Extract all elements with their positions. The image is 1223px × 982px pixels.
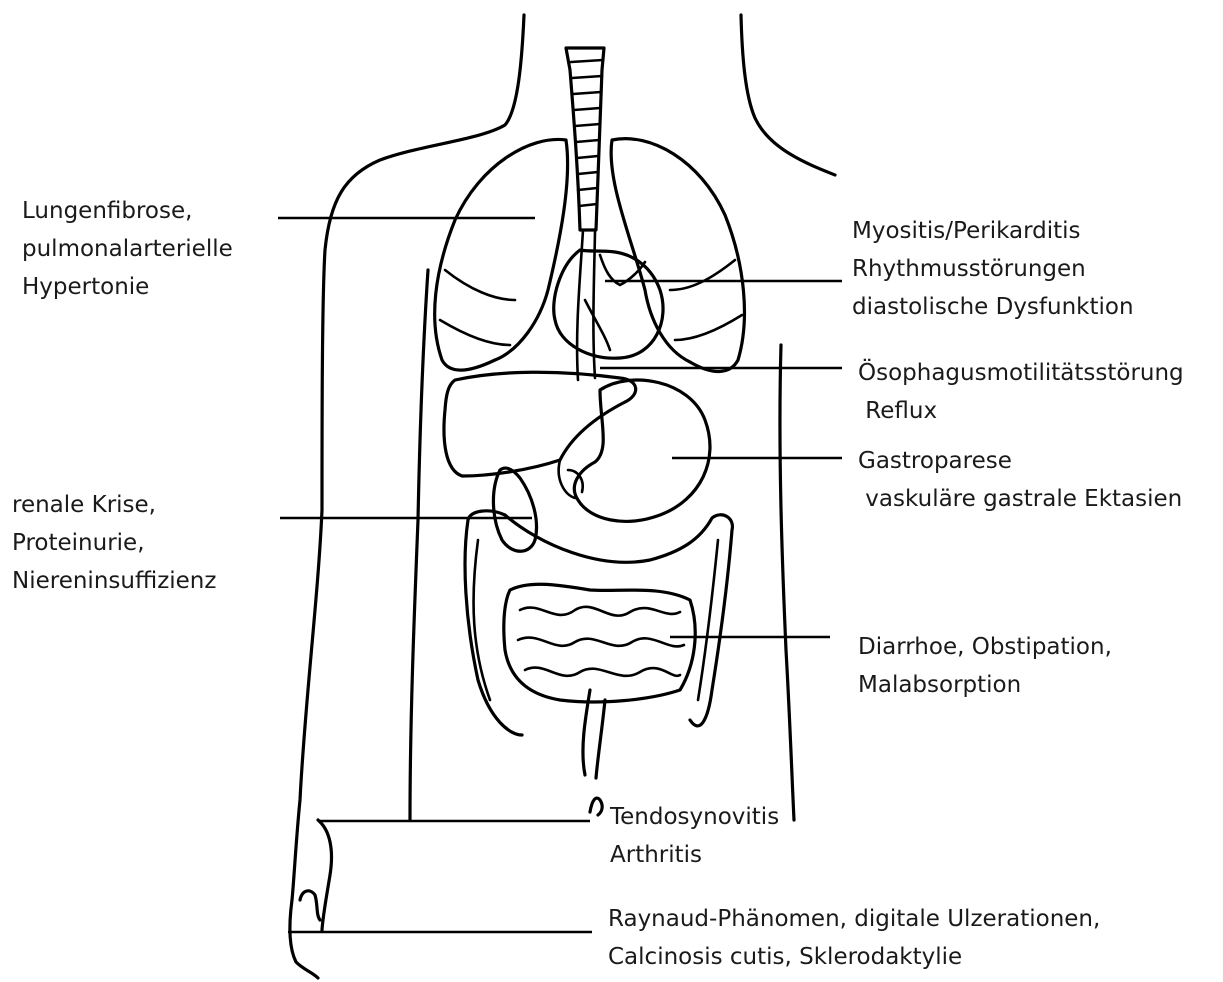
intestine-label-line: Diarrhoe, Obstipation, [858,628,1112,666]
kidney-label-line: renale Krise, [12,486,216,524]
heart-label-line: diastolische Dysfunktion [852,288,1134,326]
intestine-label: Diarrhoe, Obstipation, Malabsorption [858,628,1112,704]
trachea [566,48,604,230]
urethral-tip [590,798,602,815]
kidney [493,468,536,551]
kidney-label-line: Proteinurie, [12,524,216,562]
lung-label-line: Lungenfibrose, [22,192,233,230]
intestine-label-line: Malabsorption [858,666,1112,704]
kidney-label-line: Niereninsuffizienz [12,562,216,600]
joints-label: Tendosynovitis Arthritis [610,798,779,874]
heart-label-line: Rhythmusstörungen [852,250,1134,288]
stomach-label-line: Gastroparese [858,442,1182,480]
stomach-label: Gastroparese vaskuläre gastrale Ektasien [858,442,1182,518]
lung-label-line: Hypertonie [22,268,233,306]
heart-label-line: Myositis/Perikarditis [852,212,1134,250]
lung-label-line: pulmonalarterielle [22,230,233,268]
lung-label: Lungenfibrose, pulmonalarterielle Hypert… [22,192,233,306]
esophagus-label-line: Ösophagusmotilitätsstörung [858,354,1184,392]
small-intestine [504,584,695,702]
esophagus-label: Ösophagusmotilitätsstörung Reflux [858,354,1184,430]
esophagus-label-line: Reflux [858,392,1184,430]
joints-label-line: Arthritis [610,836,779,874]
skin-label-line: Raynaud-Phänomen, digitale Ulzerationen, [608,900,1100,938]
kidney-label: renale Krise, Proteinurie, Niereninsuffi… [12,486,216,600]
skin-label-line: Calcinosis cutis, Sklerodaktylie [608,938,1100,976]
skin-label: Raynaud-Phänomen, digitale Ulzerationen,… [608,900,1100,976]
joints-label-line: Tendosynovitis [610,798,779,836]
stomach [574,380,710,521]
heart-label: Myositis/Perikarditis Rhythmusstörungen … [852,212,1134,326]
stomach-label-line: vaskuläre gastrale Ektasien [858,480,1182,518]
